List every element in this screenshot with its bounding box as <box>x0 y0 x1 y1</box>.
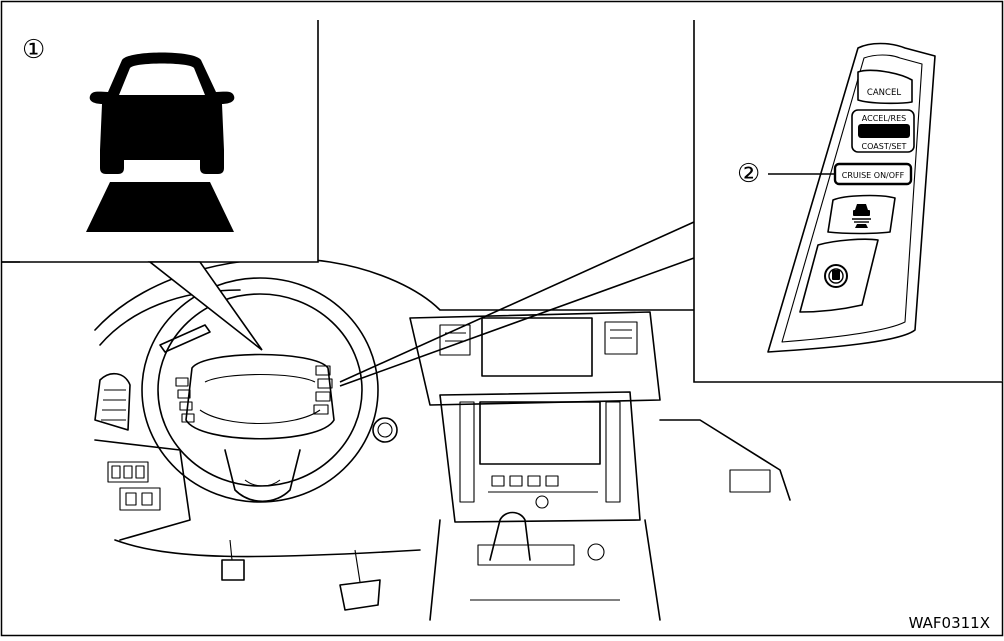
cancel-button[interactable]: CANCEL <box>857 69 913 105</box>
steering-assist-icon <box>824 264 848 288</box>
ignition-knob <box>372 417 398 443</box>
dashboard-illustration <box>94 257 791 621</box>
figure-code: WAF0311X <box>909 614 990 632</box>
left-air-vent <box>94 372 131 431</box>
cruise-on-off-label: CRUISE ON/OFF <box>842 171 905 180</box>
inset-2-leader-bottom <box>339 257 695 387</box>
cancel-label: CANCEL <box>867 88 901 98</box>
steering-wheel <box>141 277 379 503</box>
center-console <box>429 391 661 621</box>
inset-2-leader-top <box>339 221 695 383</box>
cruise-on-off-button[interactable]: CRUISE ON/OFF <box>833 162 913 186</box>
passenger-dash-line <box>659 419 791 501</box>
car-lane-icon <box>86 52 235 232</box>
callout-1: ① <box>22 35 45 65</box>
glovebox-handle <box>729 469 771 493</box>
inset-lane-indicator: ① <box>1 20 319 351</box>
inset-switch-panel: CANCEL ACCEL/RES COAST/SET CRUISE ON/OFF <box>339 20 1003 387</box>
steering-assist-switch[interactable] <box>799 238 879 313</box>
steering-wheel-hub <box>185 353 335 440</box>
inset-1-leader <box>147 261 263 351</box>
distance-switch[interactable] <box>827 194 896 235</box>
coast-set-label: COAST/SET <box>862 142 907 151</box>
callout-2: ② <box>737 159 760 189</box>
gear-shifter <box>489 511 531 561</box>
accel-res-coast-set-switch[interactable]: ACCEL/RES COAST/SET <box>851 109 915 153</box>
dash-lower-line <box>114 539 421 558</box>
lower-left-switches <box>94 439 191 541</box>
accel-res-label: ACCEL/RES <box>862 114 906 123</box>
car-distance-icon <box>852 204 871 228</box>
